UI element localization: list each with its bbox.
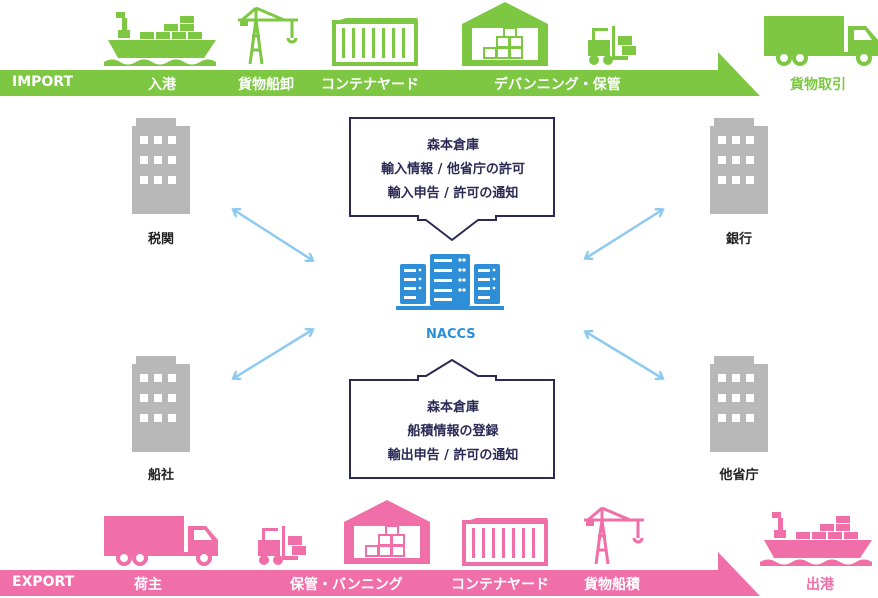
callout-top-line-2: 輸入情報 / 他省庁の許可 xyxy=(381,162,525,177)
callout-top-box xyxy=(349,117,555,241)
warehouse-icon xyxy=(462,2,548,66)
shipping-naccs-arrow xyxy=(234,330,312,378)
import-label: IMPORT xyxy=(12,74,74,90)
export-label: EXPORT xyxy=(12,574,75,590)
naccs-label: NACCS xyxy=(426,327,476,342)
customs-building-icon xyxy=(132,118,190,214)
container-icon xyxy=(462,518,548,566)
crane-icon xyxy=(238,6,298,65)
import-step-arrival: 入港 xyxy=(148,77,176,93)
container-icon xyxy=(332,18,418,66)
ship-icon xyxy=(104,12,216,66)
callout-top-line-1: 森本倉庫 xyxy=(426,138,479,153)
truck-icon xyxy=(764,16,878,66)
other-ministries-building-icon xyxy=(710,356,768,452)
callout-bottom-line-2: 船積情報の登録 xyxy=(407,424,499,439)
export-destination: 出港 xyxy=(806,577,834,593)
node-shipping-company: 船社 xyxy=(147,468,174,483)
forklift-icon xyxy=(588,26,636,65)
ship-icon xyxy=(760,512,872,566)
bank-building-icon xyxy=(710,118,768,214)
import-step-devanning: デバンニング・保管 xyxy=(494,77,621,93)
truck-icon xyxy=(104,516,218,566)
warehouse-icon xyxy=(344,500,430,564)
import-destination: 貨物取引 xyxy=(790,77,846,93)
node-bank: 銀行 xyxy=(725,232,752,247)
export-step-shipper: 荷主 xyxy=(134,577,162,593)
callout-bottom-line-3: 輸出申告 / 許可の通知 xyxy=(387,448,519,463)
shipping-company-building-icon xyxy=(132,356,190,452)
bank-naccs-arrow xyxy=(586,210,662,258)
import-step-unloading: 貨物船卸 xyxy=(238,77,294,93)
callout-bottom-line-1: 森本倉庫 xyxy=(426,400,479,415)
server-icon xyxy=(396,254,504,310)
node-customs: 税関 xyxy=(147,232,174,247)
callout-top-line-3: 輸入申告 / 許可の通知 xyxy=(387,186,519,201)
callout-bottom-box xyxy=(349,359,555,479)
crane-icon xyxy=(584,506,644,565)
export-step-container-yard: コンテナヤード xyxy=(451,577,549,593)
forklift-icon xyxy=(258,526,306,565)
ministries-naccs-arrow xyxy=(586,332,662,378)
customs-naccs-arrow xyxy=(234,210,312,260)
import-step-container-yard: コンテナヤード xyxy=(321,77,419,93)
export-step-loading: 貨物船積 xyxy=(584,577,640,593)
export-step-vanning: 保管・バンニング xyxy=(290,577,403,593)
node-other-ministries: 他省庁 xyxy=(719,468,759,483)
import-band-arrow xyxy=(0,52,760,96)
